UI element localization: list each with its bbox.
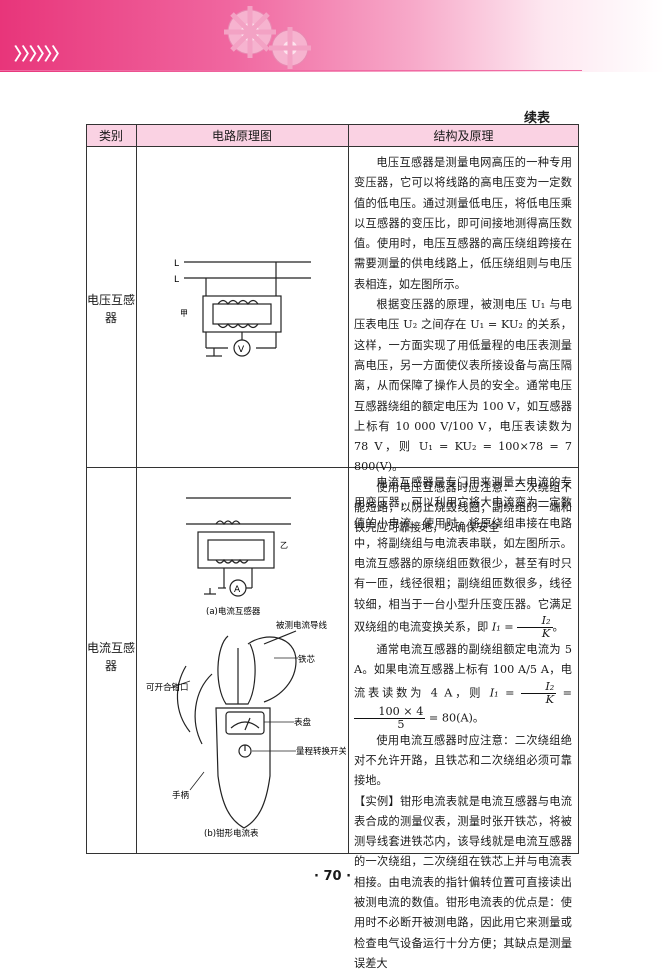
voltage-para-2: 根据变压器的原理，被测电压 U₁ 与电压表电压 U₂ 之间存在 U₁ = KU₂… bbox=[354, 298, 572, 474]
voltage-para-3: 使用电压互感器时应注意：二次绕组不能短路，以防止烧毁线圈；副绕组的一端和铁壳应可… bbox=[354, 480, 572, 535]
page-number: · 70 · bbox=[313, 869, 352, 884]
table-bottom-border bbox=[86, 853, 579, 854]
formula-2-den2: 5 bbox=[397, 717, 405, 731]
header-rule bbox=[0, 70, 582, 71]
ammeter-label: A bbox=[234, 585, 241, 595]
formula-2-den1: K bbox=[545, 692, 554, 706]
formula-1-lhs: I₁ = bbox=[491, 620, 514, 634]
callout-handle: 手柄 bbox=[172, 790, 190, 801]
page-header-banner: 〉〉〉〉〉〉 bbox=[0, 0, 665, 72]
current-para-3: 使用电流互感器时应注意：二次绕组绝对不允许开路，且铁芯和二次绕组必须可靠接地。 bbox=[354, 733, 572, 788]
callout-jaw: 可开合钳口 bbox=[146, 682, 189, 693]
column-divider-1 bbox=[136, 124, 137, 854]
formula-2-tail: = 80(A)。 bbox=[428, 711, 485, 725]
callout-core: 铁芯 bbox=[298, 654, 316, 665]
current-para-1-text: 电流互感器是专门用来测量大电流的专用变压器，可以利用它将大电流变为一定数值的小电… bbox=[354, 476, 572, 634]
diagram-side-label: 甲 bbox=[180, 309, 188, 318]
current-para-2-text: 通常电流互感器的副绕组额定电流为 5 A。如果电流互感器上标有 100 A/5 … bbox=[354, 643, 572, 700]
diagram-side-label-2: 乙 bbox=[280, 541, 288, 550]
caption-clamp-meter: (b)钳形电流表 bbox=[204, 828, 259, 839]
header-category: 类别 bbox=[98, 129, 123, 143]
table-header: 类别 电路原理图 结构及原理 bbox=[86, 124, 579, 146]
voltmeter-label: V bbox=[238, 345, 245, 355]
formula-2-num2: 100 × 4 bbox=[354, 705, 426, 719]
table-right-border bbox=[578, 124, 579, 854]
formula-1-den: K bbox=[541, 627, 551, 641]
voltage-principle-text: 电压互感器是测量电网高压的一种专用变压器，它可以将线路的高电压变为一定数值的低电… bbox=[354, 153, 572, 539]
callout-wire: 被测电流导线 bbox=[276, 620, 328, 631]
continued-label: 续表 bbox=[524, 111, 551, 126]
formula-2-num1: I₂ bbox=[520, 680, 557, 694]
caption-current-transformer: (a)电流互感器 bbox=[206, 606, 261, 617]
gear-decoration-icon bbox=[224, 6, 311, 69]
voltage-transformer-diagram: V L L 甲 bbox=[174, 259, 311, 357]
current-principle-text: 电流互感器是专门用来测量大电流的专用变压器，可以利用它将大电流变为一定数值的小电… bbox=[354, 473, 572, 974]
category-current: 电流互感器 bbox=[86, 641, 135, 673]
chevron-decoration: 〉〉〉〉〉〉 bbox=[14, 45, 68, 65]
line-label-1: L bbox=[174, 259, 179, 269]
formula-2-lhs: I₁ = bbox=[489, 686, 515, 700]
category-voltage: 电压互感器 bbox=[86, 293, 135, 325]
formula-1-num: I₂ bbox=[517, 615, 553, 629]
header-divider bbox=[86, 146, 579, 147]
current-para-2: 通常电流互感器的副绕组额定电流为 5 A。如果电流互感器上标有 100 A/5 … bbox=[354, 643, 573, 731]
callout-switch: 量程转换开关 bbox=[296, 746, 346, 757]
clamp-meter-icon bbox=[176, 630, 297, 829]
current-para-4: 【实例】钳形电流表就是电流互感器与电流表合成的测量仪表，测量时张开铁芯，将被测导… bbox=[354, 794, 572, 970]
voltage-para-1: 电压互感器是测量电网高压的一种专用变压器，它可以将线路的高电压变为一定数值的低电… bbox=[354, 156, 572, 291]
line-label-2: L bbox=[174, 275, 179, 285]
header-diagram: 电路原理图 bbox=[211, 129, 272, 143]
current-para-1: 电流互感器是专门用来测量大电流的专用变压器，可以利用它将大电流变为一定数值的小电… bbox=[354, 476, 572, 641]
header-principle: 结构及原理 bbox=[433, 129, 494, 143]
table-left-border bbox=[86, 124, 87, 854]
table-top-border bbox=[86, 124, 579, 125]
callout-dial: 表盘 bbox=[294, 717, 312, 728]
current-transformer-diagram: A 乙 (a)电流互感器 被测电流导线 铁芯 可开合钳口 表盘 bbox=[146, 497, 346, 839]
row-divider bbox=[86, 467, 579, 468]
column-divider-2 bbox=[348, 124, 349, 854]
